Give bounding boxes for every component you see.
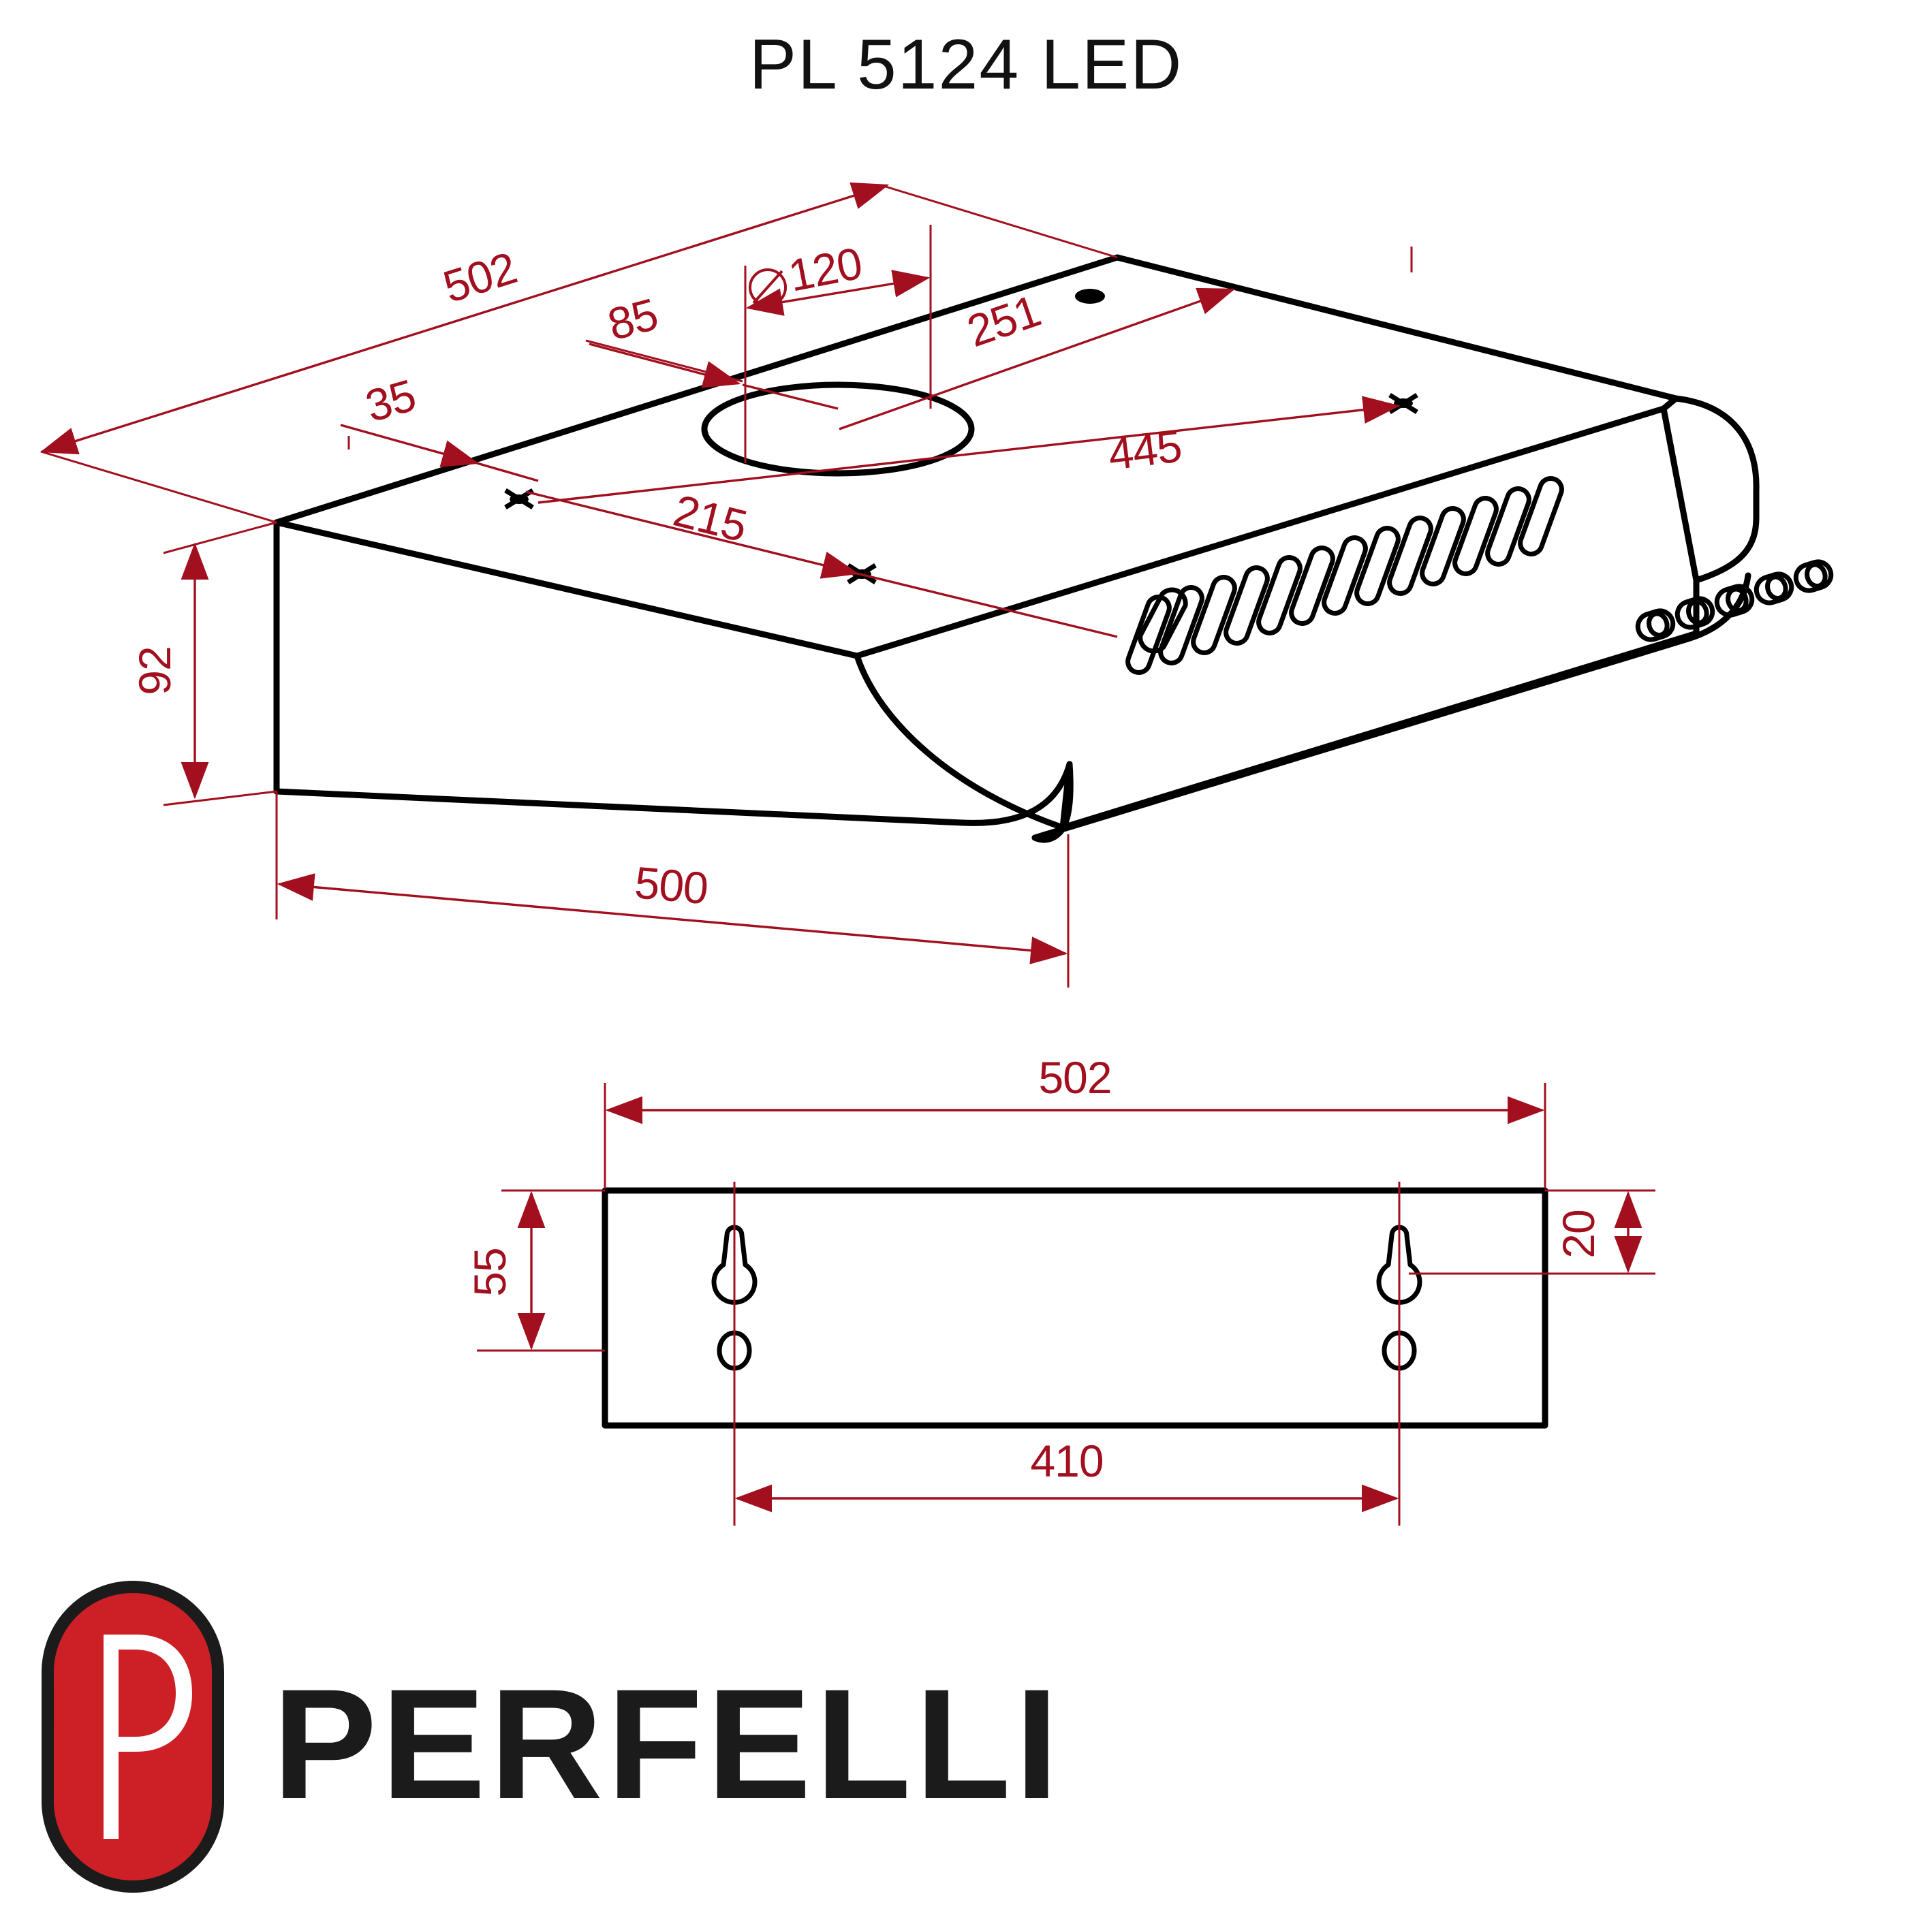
dimension-55: 55	[465, 1189, 605, 1352]
dimension-410: 410	[734, 1436, 1399, 1513]
hood-front-slant-edge	[854, 630, 1700, 831]
hood-nose-fold	[1059, 761, 1073, 831]
control-button-1[interactable]	[1635, 608, 1677, 643]
control-buttons[interactable]	[1635, 558, 1835, 643]
control-button-3[interactable]	[1714, 583, 1756, 618]
bracket-view: 502 55 20 410	[465, 1052, 1655, 1526]
dimension-502-bracket-label: 502	[1038, 1052, 1111, 1103]
dimension-92: 92	[129, 521, 277, 806]
grille-slot-array	[1125, 476, 1564, 675]
dimension-55-label: 55	[465, 1248, 515, 1296]
control-button-2[interactable]	[1674, 595, 1716, 631]
dimension-502-bracket: 502	[604, 1052, 1546, 1188]
dimension-445-label: 445	[1106, 420, 1184, 479]
logo-monogram-p	[104, 1635, 192, 1839]
small-top-hole	[1075, 289, 1105, 304]
dimension-500-label: 500	[633, 857, 710, 913]
dimension-120-diameter: 120	[744, 225, 932, 463]
hood-right-end-cap	[1672, 395, 1760, 637]
dimension-20: 20	[1409, 1189, 1655, 1275]
diameter-symbol-icon	[749, 268, 787, 306]
dimension-410-label: 410	[1030, 1436, 1103, 1486]
dimension-20-label: 20	[1553, 1210, 1604, 1258]
page-title: PL 5124 LED	[749, 25, 1183, 104]
brand-wordmark: PERFELLI	[272, 1656, 1063, 1831]
bracket-outline	[602, 1187, 1548, 1429]
hood-bottom-left-edge	[273, 761, 1073, 826]
dimension-500: 500	[275, 791, 1070, 988]
isometric-view: 502 120 85 251	[40, 182, 1835, 988]
brand-logo: PERFELLI	[42, 1581, 1063, 1893]
dimension-445: 445	[537, 396, 1401, 504]
hood-right-band-edge	[1660, 405, 1700, 584]
control-button-5[interactable]	[1793, 558, 1835, 594]
grille-slots	[1138, 587, 1188, 654]
dimension-92-label: 92	[129, 646, 180, 695]
control-button-4[interactable]	[1754, 571, 1795, 606]
